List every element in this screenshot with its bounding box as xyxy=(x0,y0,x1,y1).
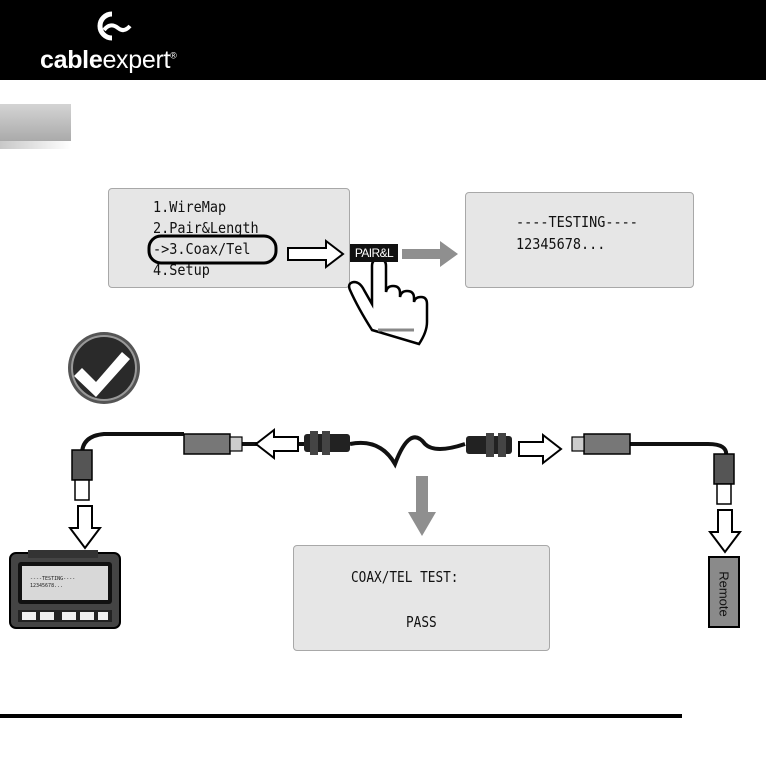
remote-label-text: Remote xyxy=(717,571,732,617)
arrow-down-result xyxy=(408,476,436,536)
arrow-left xyxy=(256,430,298,458)
arrow-to-key xyxy=(288,241,343,267)
remote-label: Remote xyxy=(709,561,739,627)
rj45-plug-icon xyxy=(72,450,92,500)
cablexpert-logo-icon xyxy=(100,14,130,38)
hand-press-icon xyxy=(349,259,427,344)
tester-screen-line2: 12345678... xyxy=(30,583,63,589)
coax-adapter xyxy=(572,434,630,454)
coax-connector-icon xyxy=(304,431,350,455)
tester-screen-line1: ----TESTING---- xyxy=(30,576,75,582)
checkmark-badge-icon xyxy=(68,332,140,404)
arrow-right xyxy=(519,435,561,463)
rj45-plug-icon xyxy=(714,454,734,504)
arrow-down-tester xyxy=(70,506,100,548)
tester-screen-text: ----TESTING---- 12345678... xyxy=(30,576,90,590)
arrow-to-testing xyxy=(402,241,458,267)
pair-length-key[interactable]: PAIR&L xyxy=(350,244,398,262)
arrow-down-remote xyxy=(710,510,740,552)
selection-outline xyxy=(149,236,276,263)
coax-adapter xyxy=(184,434,242,454)
coax-connector-icon xyxy=(466,433,512,457)
bottom-divider xyxy=(0,714,682,718)
